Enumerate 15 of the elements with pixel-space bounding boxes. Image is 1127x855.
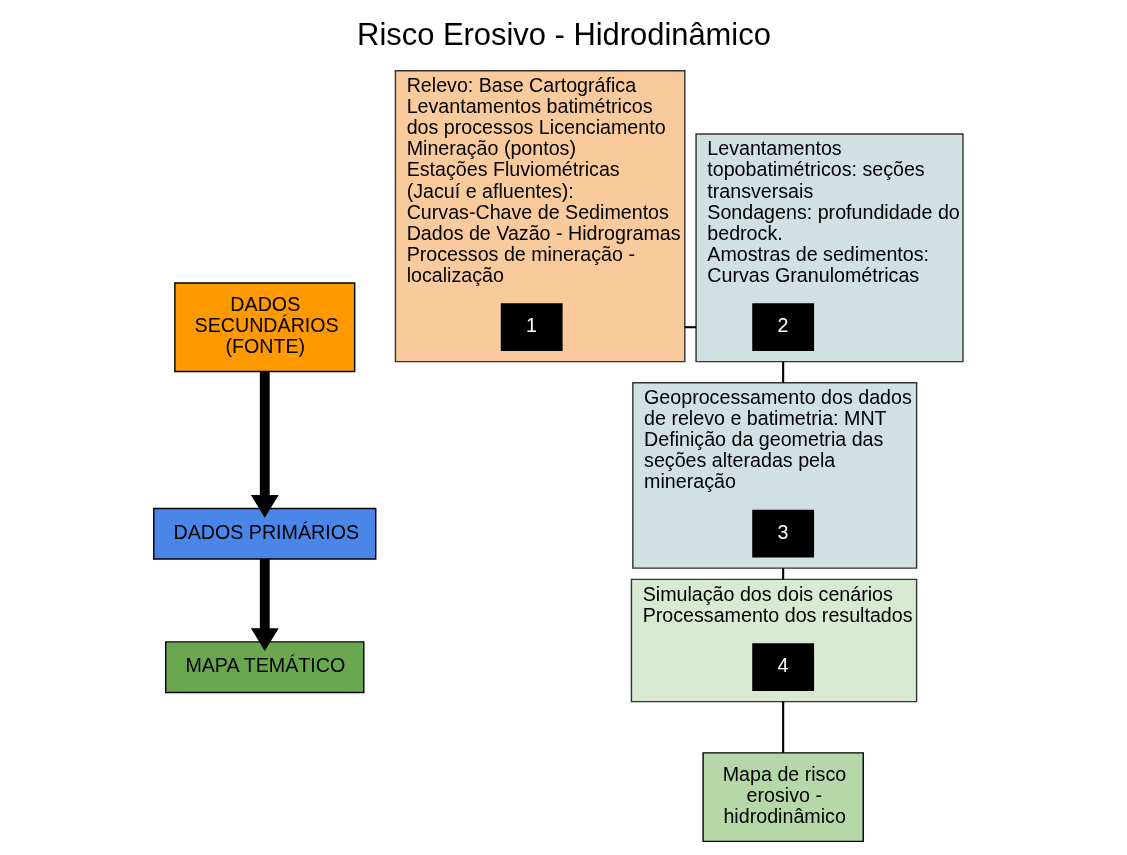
connector: [684, 325, 696, 328]
node-box: 4: [751, 642, 814, 691]
node-box: DADOS PRIMÁRIOS: [152, 507, 376, 560]
node-box: MAPA TEMÁTICO: [164, 640, 364, 693]
diagram-title: Risco Erosivo - Hidrodinâmico: [356, 16, 771, 52]
connector: [781, 567, 784, 579]
node-box: DADOS SECUNDÁRIOS (FONTE): [173, 281, 355, 372]
arrow: [250, 371, 279, 518]
node-box: 1: [500, 302, 563, 351]
connector: [781, 361, 784, 383]
connector: [781, 701, 784, 753]
node-box: 3: [751, 509, 814, 558]
node-box: Mapa de risco erosivo - hidrodinâmico: [701, 751, 864, 842]
arrow: [250, 558, 279, 651]
node-box: 2: [751, 302, 814, 351]
